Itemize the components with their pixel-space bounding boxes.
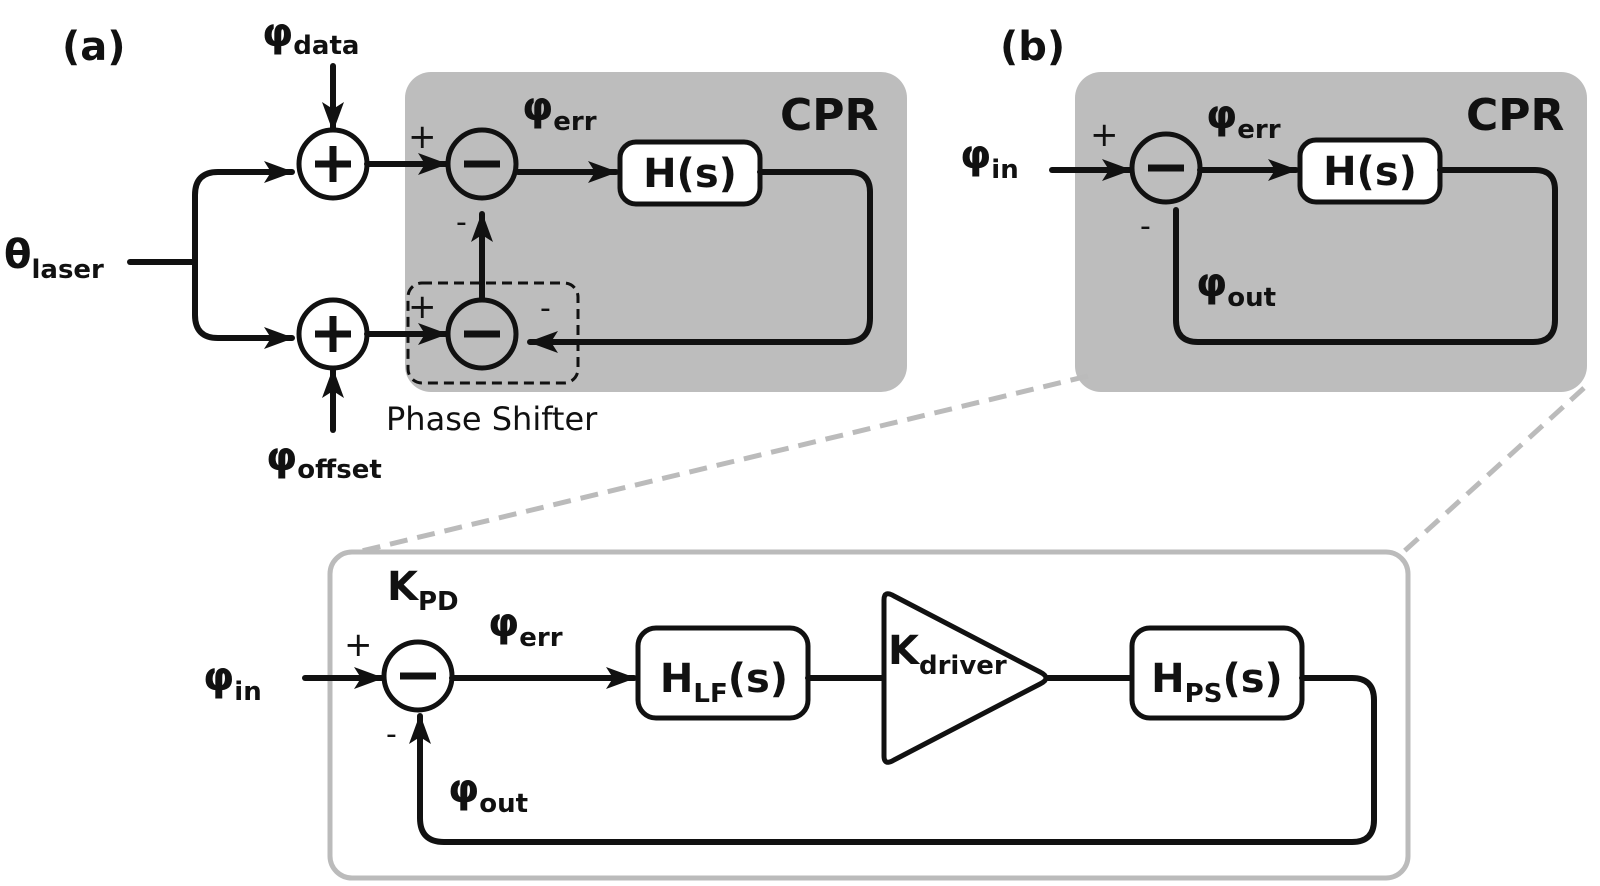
panel-b: (b) CPR φin + - φerr H(s) φout (960, 24, 1587, 392)
phase-shifter-block-label: HPS(s) (1151, 656, 1283, 709)
phi-out-label-detail: φout (448, 766, 528, 819)
sign-plus-b: + (1090, 115, 1119, 155)
cpr-title-b: CPR (1466, 90, 1564, 141)
sign-minus-a-right: - (540, 291, 551, 326)
phi-in-label-detail: φin (203, 654, 262, 707)
sign-plus-a-lower: + (408, 287, 437, 327)
phase-detector-subtractor (381, 639, 455, 713)
phi-err-label-b: φerr (1206, 92, 1281, 145)
phi-out-label-b: φout (1196, 260, 1276, 313)
laser-lower-wire (192, 259, 295, 349)
filter-label-b: H(s) (1323, 149, 1417, 195)
panel-a-label: (a) (62, 24, 126, 70)
loop-filter-label: HLF(s) (660, 656, 788, 709)
zoom-line-right (1398, 386, 1586, 557)
phase-shifter-label: Phase Shifter (386, 400, 598, 438)
driver-label: Kdriver (888, 628, 1007, 681)
phi-err-label-detail: φerr (488, 600, 563, 653)
theta-laser-label: θlaser (4, 232, 104, 285)
phi-data-label: φdata (262, 10, 359, 61)
panel-a: (a) CPR θlaser φdata φoffset (4, 10, 907, 485)
adder-upper (296, 127, 370, 201)
phi-err-label-a: φerr (522, 84, 597, 137)
sign-minus-b: - (1140, 209, 1151, 244)
phase-shifter-block (1129, 625, 1305, 721)
feedback-wire-b (1173, 167, 1558, 345)
zoom-line-left (344, 373, 1089, 558)
sign-plus-detail: + (344, 625, 373, 665)
loop-filter-block (635, 625, 811, 721)
cpr-region-b (1075, 72, 1587, 392)
subtractor-b (1129, 131, 1203, 205)
panel-b-label: (b) (1000, 24, 1065, 70)
cpr-title-a: CPR (780, 90, 878, 141)
subtractor-cpr-a (445, 127, 519, 201)
sign-minus-detail: - (386, 717, 397, 752)
phi-in-label-b: φin (960, 132, 1019, 185)
feedback-wire-a (527, 169, 873, 353)
kpd-label: KPD (387, 564, 459, 617)
adder-lower (296, 297, 370, 371)
phase-shifter-box (406, 281, 580, 385)
sign-minus-a-upper: - (456, 205, 467, 240)
feedback-wire-detail (409, 675, 1377, 845)
cpr-region-a (405, 72, 907, 392)
phi-offset-label: φoffset (266, 434, 382, 485)
detail-loop: KPD φin + - φerr HLF(s) Kdriver HPS(s) (203, 549, 1411, 881)
filter-label-a: H(s) (643, 151, 737, 197)
laser-upper-wire (192, 161, 295, 265)
sign-plus-a-upper: + (408, 117, 437, 157)
subtractor-ps-a (445, 297, 519, 371)
